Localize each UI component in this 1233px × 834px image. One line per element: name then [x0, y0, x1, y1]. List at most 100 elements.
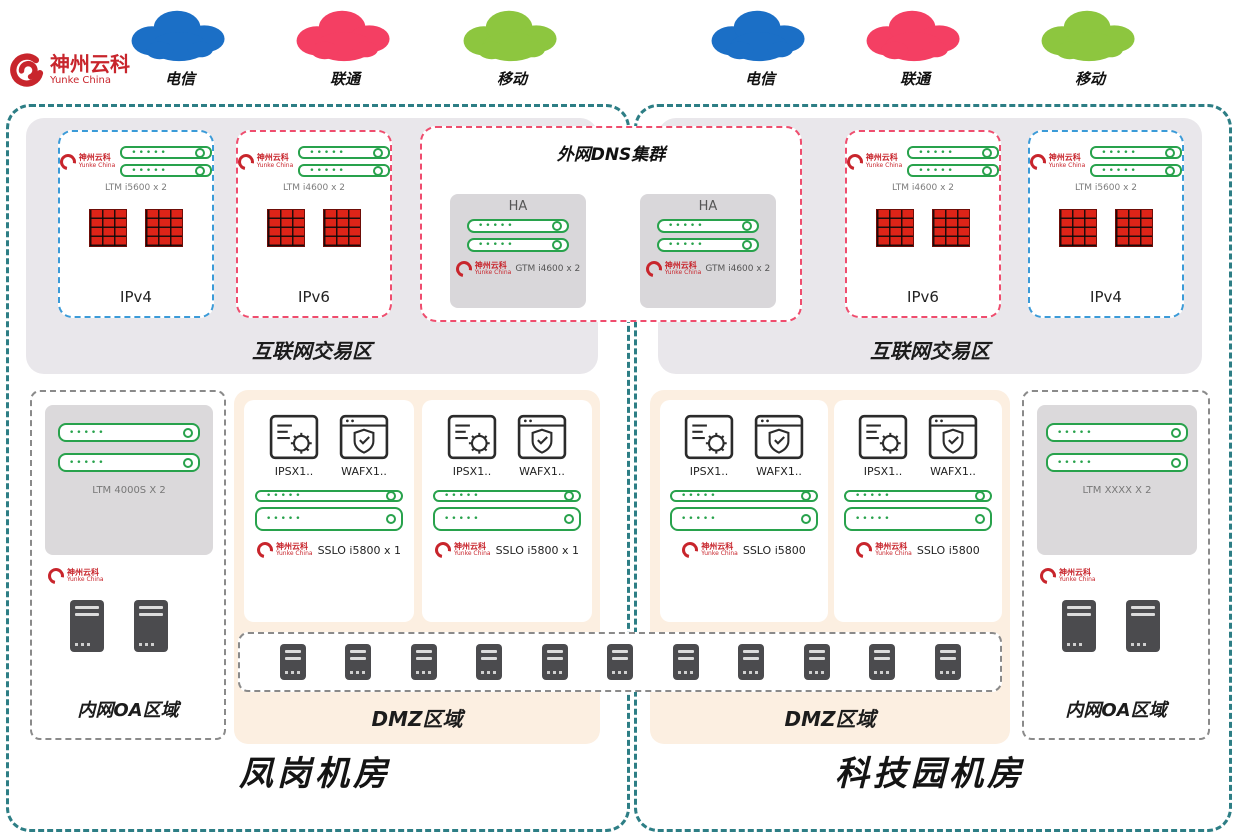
appliance-icon	[298, 164, 391, 177]
yunke-logo: 神州云科 Yunke China	[8, 52, 130, 88]
isp-cloud-unicom-right: 联通	[853, 4, 977, 89]
ips-icon	[858, 414, 908, 460]
ips-device: IPSX1..	[684, 414, 734, 478]
device-label: SSLO i5800 x 1	[317, 543, 401, 557]
ha-label: HA	[698, 199, 718, 214]
yunke-swirl-icon	[642, 257, 665, 281]
firewall-icon	[1115, 209, 1153, 247]
waf-label: WAFX1..	[930, 465, 976, 478]
appliance-icon	[120, 164, 213, 177]
yunke-swirl-icon	[853, 538, 876, 562]
appliance-icon	[1046, 423, 1188, 442]
appliance-icon	[657, 219, 759, 233]
server-icon	[134, 600, 168, 652]
device-label: SSLO i5800 x 1	[495, 543, 579, 557]
waf-icon	[754, 414, 804, 460]
ltm-panel: LTM XXXX X 2	[1037, 405, 1197, 555]
appliance-icon	[433, 507, 581, 531]
yunke-swirl-icon	[431, 538, 455, 562]
isp-cloud-mobile-left: 移动	[450, 4, 574, 89]
waf-icon	[517, 414, 567, 460]
protocol-label: IPv4	[1090, 288, 1122, 306]
device-label: LTM i4600 x 2	[282, 183, 346, 193]
yunke-swirl-icon	[234, 150, 257, 173]
appliance-icon	[58, 423, 200, 442]
firewall-icon	[1059, 209, 1097, 247]
server-icon	[476, 644, 502, 680]
appliance-icon	[120, 146, 213, 159]
device-label: GTM i4600 x 2	[515, 264, 581, 274]
ha-label: HA	[508, 199, 528, 214]
protocol-label: IPv6	[298, 288, 330, 306]
cloud-icon	[131, 10, 225, 62]
device-label: SSLO i5800	[916, 543, 980, 557]
dmz-zone-label: DMZ区域	[371, 707, 463, 731]
server-icon	[541, 644, 568, 680]
appliance-icon	[58, 453, 200, 472]
cloud-label: 移动	[1074, 70, 1105, 88]
protocol-label: IPv4	[120, 288, 152, 306]
appliance-icon	[907, 146, 1000, 159]
firewall-pair	[876, 209, 970, 247]
server-icon	[738, 644, 764, 680]
ips-device: IPSX1..	[447, 414, 497, 478]
waf-device: WAFX1..	[517, 414, 567, 478]
yunke-swirl-icon	[843, 150, 866, 173]
ltm-panel: LTM 4000S X 2	[45, 405, 213, 555]
ips-label: IPSX1..	[274, 465, 314, 478]
server-icon	[803, 644, 830, 680]
isp-cloud-telecom-right: 电信	[698, 4, 822, 89]
firewall-icon	[145, 209, 183, 247]
yunke-swirl-icon	[253, 538, 277, 562]
isp-cloud-unicom-left: 联通	[283, 4, 407, 89]
appliance-icon	[907, 164, 1000, 177]
server-icon	[279, 644, 306, 680]
datacenter-left-name: 凤岗机房	[239, 754, 391, 794]
waf-label: WAFX1..	[519, 465, 565, 478]
appliance-icon	[670, 490, 818, 502]
ips-label: IPSX1..	[452, 465, 492, 478]
device-label: LTM 4000S X 2	[92, 485, 166, 496]
waf-label: WAFX1..	[341, 465, 387, 478]
firewall-icon	[267, 209, 305, 247]
yunke-swirl-icon	[1026, 150, 1049, 173]
yunke-swirl-icon	[56, 150, 79, 173]
appliance-icon	[1090, 164, 1183, 177]
waf-device: WAFX1..	[754, 414, 804, 478]
dns-cluster-title: 外网DNS集群	[556, 145, 666, 165]
firewall-pair	[1059, 209, 1153, 247]
appliance-icon	[1046, 453, 1188, 472]
brand-subtitle: Yunke China	[50, 75, 111, 86]
appliance-icon	[657, 238, 759, 252]
firewall-pair	[267, 209, 361, 247]
ips-device: IPSX1..	[858, 414, 908, 478]
oa-zone-label: 内网OA区域	[1065, 700, 1167, 721]
isp-cloud-mobile-right: 移动	[1028, 4, 1152, 89]
device-label: LTM XXXX X 2	[1082, 485, 1152, 496]
appliance-icon	[1090, 146, 1183, 159]
device-label: LTM i5600 x 2	[104, 183, 168, 193]
dmz-zone-label: DMZ区域	[784, 707, 876, 731]
firewall-pair	[89, 209, 183, 247]
